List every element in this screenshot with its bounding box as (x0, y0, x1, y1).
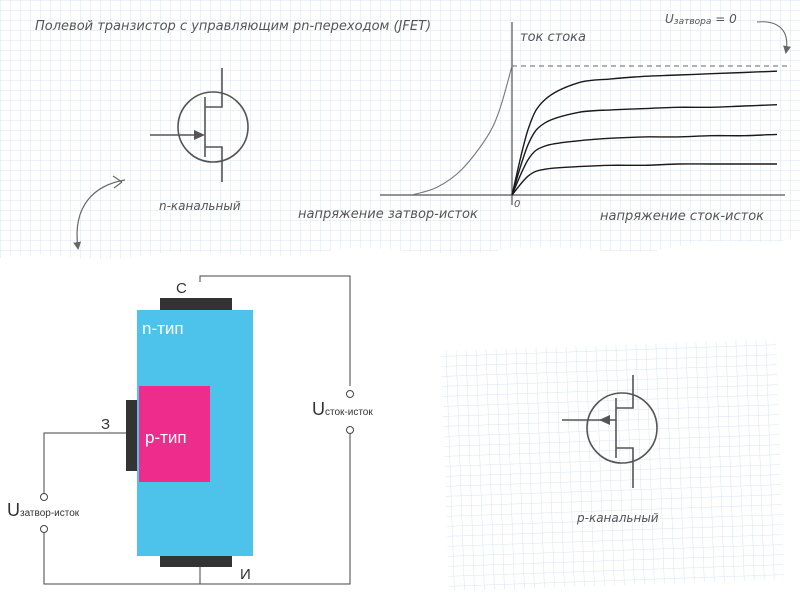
drain-current-curve-3 (511, 133, 778, 196)
n-channel-drain-lead (205, 68, 223, 108)
drain-current-curve-1 (511, 70, 778, 196)
source-right-wire (199, 430, 351, 585)
vgs-terminal-top (40, 493, 48, 501)
n-channel-source-lead (205, 146, 223, 182)
p-channel-gate-arrow (599, 415, 610, 425)
p-channel-symbol (562, 375, 658, 488)
chart-ylabel: ток стока (520, 30, 586, 45)
chart-xlabel-right: напряжение сток-исток (600, 209, 764, 224)
vgs-sub: затвор-исток (20, 508, 80, 519)
gate-wire (43, 432, 126, 494)
n-type-label: n-тип (142, 319, 184, 338)
gate-zero-sub: затвора (674, 17, 712, 27)
n-channel-gate-arrow (194, 130, 205, 140)
diagram-title: Полевой транзистор с управляющим pn-пере… (35, 19, 431, 34)
p-channel-circle (586, 392, 658, 464)
chart-xlabel-left: напряжение затвор-исток (298, 207, 478, 222)
n-channel-label: n-канальный (159, 199, 241, 213)
gate-zero-u: U (665, 12, 674, 26)
source-label: И (240, 566, 251, 583)
right-paper-sheet (440, 339, 784, 592)
vds-label: Uсток-исток (312, 399, 373, 419)
n-channel-symbol (150, 68, 249, 182)
curved-arrow-down (73, 179, 126, 250)
top-paper-sheet (0, 0, 800, 260)
vds-terminal-bottom (346, 426, 354, 434)
drain-wire (199, 275, 351, 386)
gate-zero-annotation: Uзатвора = 0 (665, 12, 737, 27)
drain-current-curve-4 (511, 163, 777, 196)
p-type-label: p-тип (145, 428, 187, 447)
vgs-u: U (7, 500, 20, 520)
vds-sub: сток-исток (325, 407, 373, 418)
source-contact (160, 556, 232, 567)
gate-zero-arrow (756, 21, 792, 54)
jfet-structure: n-тип p-тип С И З Uзатвор-исток Uсток-ис… (7, 275, 373, 585)
drain-contact (160, 298, 232, 310)
drain-current-curve-2 (511, 104, 778, 196)
p-channel-source-lead (616, 447, 634, 488)
transfer-curve (411, 65, 513, 196)
gate-label: З (101, 416, 110, 433)
vgs-label: Uзатвор-исток (7, 500, 80, 520)
chart-origin-label: 0 (514, 199, 520, 210)
p-channel-drain-lead (616, 375, 634, 409)
p-channel-label: p-канальный (576, 511, 659, 525)
vds-terminal-top (346, 390, 354, 398)
vgs-terminal-bottom (40, 525, 48, 533)
n-channel-circle (177, 91, 249, 163)
p-type-region (139, 386, 210, 482)
output-characteristics-chart: ток стока напряжение сток-исток напряжен… (298, 12, 792, 224)
drain-label: С (176, 280, 187, 297)
vds-u: U (312, 399, 325, 419)
source-left-wire (43, 529, 200, 585)
gate-zero-tail: = 0 (711, 12, 737, 26)
gate-contact (126, 400, 137, 471)
curved-arrow-tail (112, 175, 123, 189)
